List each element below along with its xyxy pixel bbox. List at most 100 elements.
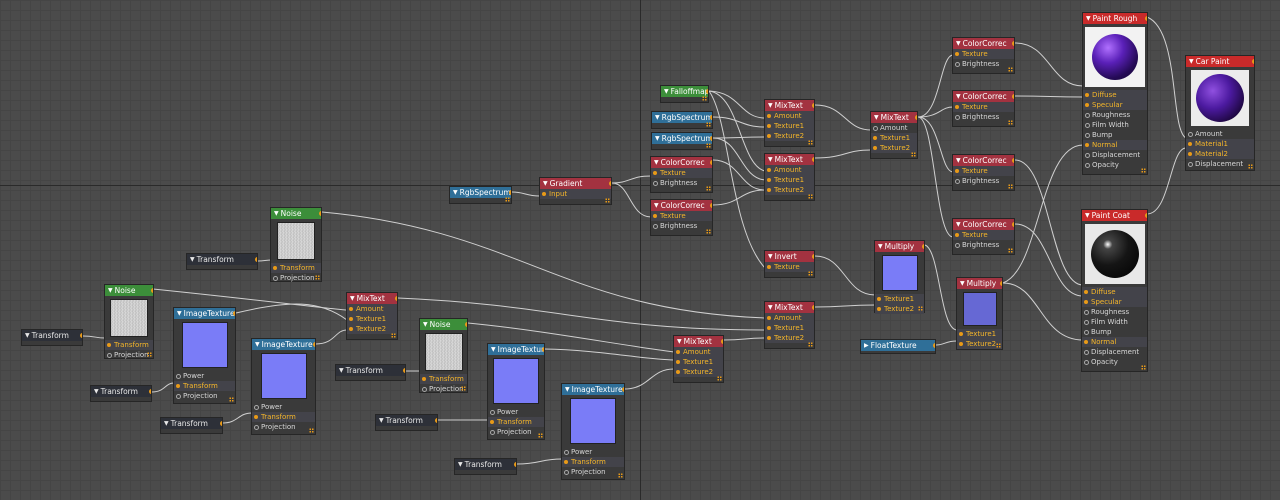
imagetexture-node[interactable]: ▼ImageTexture Power Transform Projection — [173, 307, 236, 404]
input-normal[interactable]: Normal — [1083, 140, 1147, 150]
input-socket-icon[interactable] — [959, 332, 963, 336]
input-brightness[interactable]: Brightness — [953, 59, 1014, 69]
input-socket-icon[interactable] — [877, 297, 881, 301]
input-texture2[interactable]: Texture2 — [875, 304, 924, 314]
input-projection[interactable]: Projection — [252, 422, 315, 432]
output-socket-icon[interactable] — [149, 389, 151, 394]
output-socket-icon[interactable] — [812, 103, 814, 108]
input-displacement[interactable]: Displacement — [1082, 347, 1147, 357]
rgbspectrum-node[interactable]: ▼RgbSpectrum — [651, 132, 713, 150]
input-socket-icon[interactable] — [955, 233, 959, 237]
input-socket-icon[interactable] — [176, 384, 180, 388]
input-film-width[interactable]: Film Width — [1083, 120, 1147, 130]
input-socket-icon[interactable] — [1085, 133, 1090, 138]
collapse-triangle-icon[interactable]: ▼ — [655, 114, 660, 121]
input-texture[interactable]: Texture — [765, 262, 814, 272]
input-texture[interactable]: Texture — [953, 230, 1014, 240]
input-socket-icon[interactable] — [273, 276, 278, 281]
input-socket-icon[interactable] — [107, 353, 112, 358]
collapse-triangle-icon[interactable]: ▼ — [190, 256, 195, 263]
input-socket-icon[interactable] — [273, 266, 277, 270]
output-socket-icon[interactable] — [319, 211, 321, 216]
resize-handle-icon[interactable] — [702, 96, 707, 101]
input-socket-icon[interactable] — [955, 115, 960, 120]
mixtext-node[interactable]: ▼MixText Amount Texture1 Texture2 — [346, 292, 398, 340]
collapse-triangle-icon[interactable]: ▼ — [339, 367, 344, 374]
resize-handle-icon[interactable] — [1141, 365, 1146, 370]
input-texture[interactable]: Texture — [651, 211, 712, 221]
input-transform[interactable]: Transform — [105, 340, 153, 350]
input-socket-icon[interactable] — [1085, 113, 1090, 118]
input-normal[interactable]: Normal — [1082, 337, 1147, 347]
input-texture2[interactable]: Texture2 — [765, 131, 814, 141]
output-socket-icon[interactable] — [710, 203, 712, 208]
resize-handle-icon[interactable] — [1141, 168, 1146, 173]
collapse-triangle-icon[interactable]: ▼ — [25, 332, 30, 339]
input-socket-icon[interactable] — [767, 168, 771, 172]
input-socket-icon[interactable] — [349, 317, 353, 321]
output-socket-icon[interactable] — [622, 387, 624, 392]
colorcorrec-node[interactable]: ▼ColorCorrec Texture Brightness — [952, 37, 1015, 74]
collapse-triangle-icon[interactable]: ▼ — [423, 321, 428, 328]
input-texture1[interactable]: Texture1 — [871, 133, 917, 143]
gradient-node[interactable]: ▼Gradient Input — [539, 177, 612, 205]
input-bump[interactable]: Bump — [1083, 130, 1147, 140]
collapse-triangle-icon[interactable]: ▼ — [255, 341, 260, 348]
collapse-triangle-icon[interactable]: ▼ — [655, 135, 660, 142]
input-roughness[interactable]: Roughness — [1082, 307, 1147, 317]
resize-handle-icon[interactable] — [706, 229, 711, 234]
input-socket-icon[interactable] — [1085, 143, 1089, 147]
input-power[interactable]: Power — [174, 371, 235, 381]
output-socket-icon[interactable] — [1252, 59, 1254, 64]
input-socket-icon[interactable] — [955, 62, 960, 67]
car-paint-node[interactable]: ▼Car Paint Amount Material1 Material2 Di… — [1185, 55, 1255, 171]
input-texture[interactable]: Texture — [953, 102, 1014, 112]
collapse-triangle-icon[interactable]: ▼ — [664, 88, 669, 95]
transform-node[interactable]: ▼Transform — [160, 417, 223, 434]
input-socket-icon[interactable] — [1084, 290, 1088, 294]
collapse-triangle-icon[interactable]: ▼ — [543, 180, 548, 187]
output-socket-icon[interactable] — [151, 288, 153, 293]
collapse-triangle-icon[interactable]: ▼ — [491, 346, 496, 353]
rgbspectrum-node[interactable]: ▼RgbSpectrum — [651, 111, 713, 129]
resize-handle-icon[interactable] — [911, 152, 916, 157]
resize-handle-icon[interactable] — [1008, 67, 1013, 72]
collapse-triangle-icon[interactable]: ▼ — [768, 304, 773, 311]
collapse-triangle-icon[interactable]: ▼ — [1085, 212, 1090, 219]
input-socket-icon[interactable] — [490, 430, 495, 435]
collapse-triangle-icon[interactable]: ▼ — [108, 287, 113, 294]
transform-node[interactable]: ▼Transform — [375, 414, 438, 431]
input-socket-icon[interactable] — [767, 188, 771, 192]
mixtext-node[interactable]: ▼MixText Amount Texture1 Texture2 — [764, 99, 815, 147]
input-texture1[interactable]: Texture1 — [957, 329, 1002, 339]
input-socket-icon[interactable] — [542, 192, 546, 196]
input-amount[interactable]: Amount — [871, 123, 917, 133]
input-roughness[interactable]: Roughness — [1083, 110, 1147, 120]
input-socket-icon[interactable] — [955, 243, 960, 248]
input-socket-icon[interactable] — [1188, 142, 1192, 146]
input-projection[interactable]: Projection — [105, 350, 153, 360]
collapse-triangle-icon[interactable]: ▶ — [864, 342, 869, 349]
input-transform[interactable]: Transform — [271, 263, 321, 273]
collapse-triangle-icon[interactable]: ▼ — [878, 243, 883, 250]
input-socket-icon[interactable] — [653, 224, 658, 229]
input-socket-icon[interactable] — [955, 179, 960, 184]
mixtext-node[interactable]: ▼MixText Amount Texture1 Texture2 — [673, 335, 724, 383]
input-socket-icon[interactable] — [1188, 132, 1193, 137]
output-socket-icon[interactable] — [922, 244, 924, 249]
resize-handle-icon[interactable] — [1248, 164, 1253, 169]
transform-node[interactable]: ▼Transform — [454, 458, 517, 475]
resize-handle-icon[interactable] — [808, 140, 813, 145]
input-socket-icon[interactable] — [653, 214, 657, 218]
input-socket-icon[interactable] — [1085, 153, 1090, 158]
input-specular[interactable]: Specular — [1082, 297, 1147, 307]
colorcorrec-node[interactable]: ▼ColorCorrec Texture Brightness — [952, 154, 1015, 191]
floattexture-node[interactable]: ▶FloatTexture — [860, 339, 936, 354]
input-socket-icon[interactable] — [422, 387, 427, 392]
imagetexture-node[interactable]: ▼ImageTexture Power Transform Projection — [487, 343, 545, 440]
noise-node[interactable]: ▼Noise Transform Projection — [104, 284, 154, 359]
multiply-node[interactable]: ▼Multiply Texture1 Texture2 — [956, 277, 1003, 350]
input-amount[interactable]: Amount — [765, 111, 814, 121]
input-socket-icon[interactable] — [767, 134, 771, 138]
collapse-triangle-icon[interactable]: ▼ — [677, 338, 682, 345]
